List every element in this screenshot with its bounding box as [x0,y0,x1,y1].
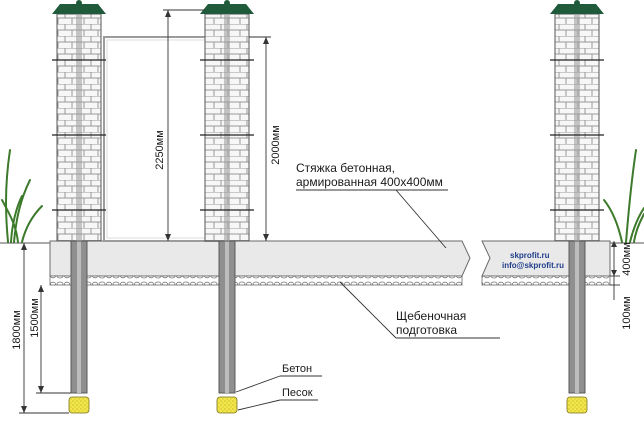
sand-cushion-3 [566,396,588,414]
gate-height-label: 2250мм [154,130,166,170]
brick-pillar-3 [550,0,604,242]
total-depth-label: 1800мм [11,310,23,350]
sand-cushion-2 [216,396,238,414]
pile-3 [566,240,588,414]
dimension-pile-depth [36,285,71,394]
gravel-label-line1: Щебеночная [396,309,466,323]
concrete-screed-left [49,240,471,277]
grass-left [1,149,43,243]
gravel-bed-left [49,275,463,286]
gravel-thickness-label: 100мм [621,296,633,329]
brick-pillar-2 [200,0,254,242]
site-email: info@skprofit.ru [502,261,564,270]
dimension-total-depth [19,243,69,414]
dimension-gravel-thickness [610,276,620,300]
screed-label-line2: армированная 400x400мм [296,175,443,189]
pile-2 [216,240,238,414]
site-url: skprofit.ru [510,251,550,260]
dimension-gate-height [163,9,205,241]
screed-thickness-label: 400мм [621,242,633,275]
pillar-height-label: 2000мм [270,125,282,165]
sand-label: Песок [282,387,313,399]
pillar-cap-2 [200,4,254,14]
pile-1 [68,240,90,414]
pillar-cap-1 [52,4,106,14]
screed-label-line1: Стяжка бетонная, [296,161,395,175]
dimension-pillar-height [249,36,271,241]
gravel-label-line2: подготовка [396,323,457,337]
pillar-cap-3 [550,4,604,14]
dimension-screed-thickness [610,241,620,277]
gravel-bed-right [481,275,611,286]
pile-depth-label: 1500мм [29,298,41,338]
sand-cushion-1 [68,396,90,414]
brick-pillar-1 [52,0,106,242]
concrete-label: Бетон [282,363,312,375]
grass-right [603,149,644,243]
